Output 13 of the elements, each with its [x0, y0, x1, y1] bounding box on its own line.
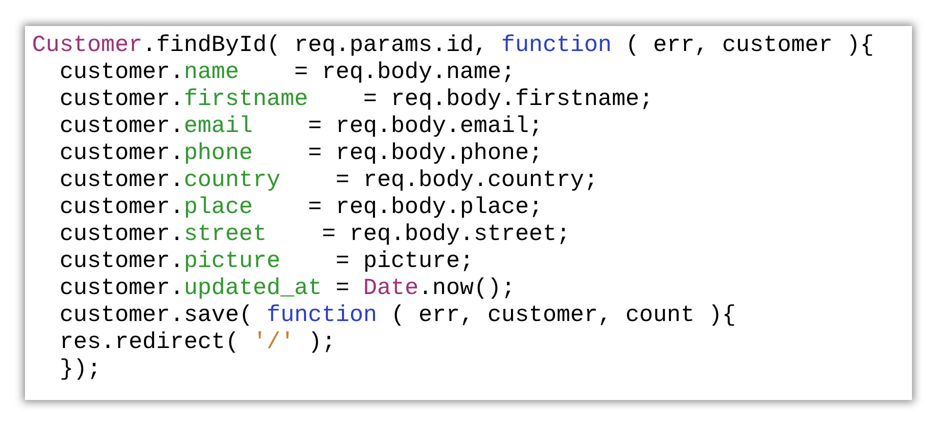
code-line: customer.picture = picture;: [58, 248, 474, 275]
code-line: customer.phone = req.body.phone;: [58, 140, 543, 167]
code-line: customer.firstname = req.body.firstname;: [58, 86, 654, 113]
code-line: customer.email = req.body.email;: [58, 113, 543, 140]
code-line: customer.place = req.body.place;: [58, 194, 543, 221]
code-line: });: [58, 356, 102, 383]
code-line: customer.save( function ( err, customer, count ){: [58, 302, 736, 329]
code-line: customer.street = req.body.street;: [58, 221, 570, 248]
code-line: res.redirect( '/' );: [58, 329, 336, 356]
code-line: customer.name = req.body.name;: [58, 59, 516, 86]
code-line: customer.updated_at = Date.now();: [58, 275, 516, 302]
code-line: Customer.findById( req.params.id, function ( err, customer ){: [32, 32, 874, 59]
code-line: customer.country = req.body.country;: [58, 167, 598, 194]
